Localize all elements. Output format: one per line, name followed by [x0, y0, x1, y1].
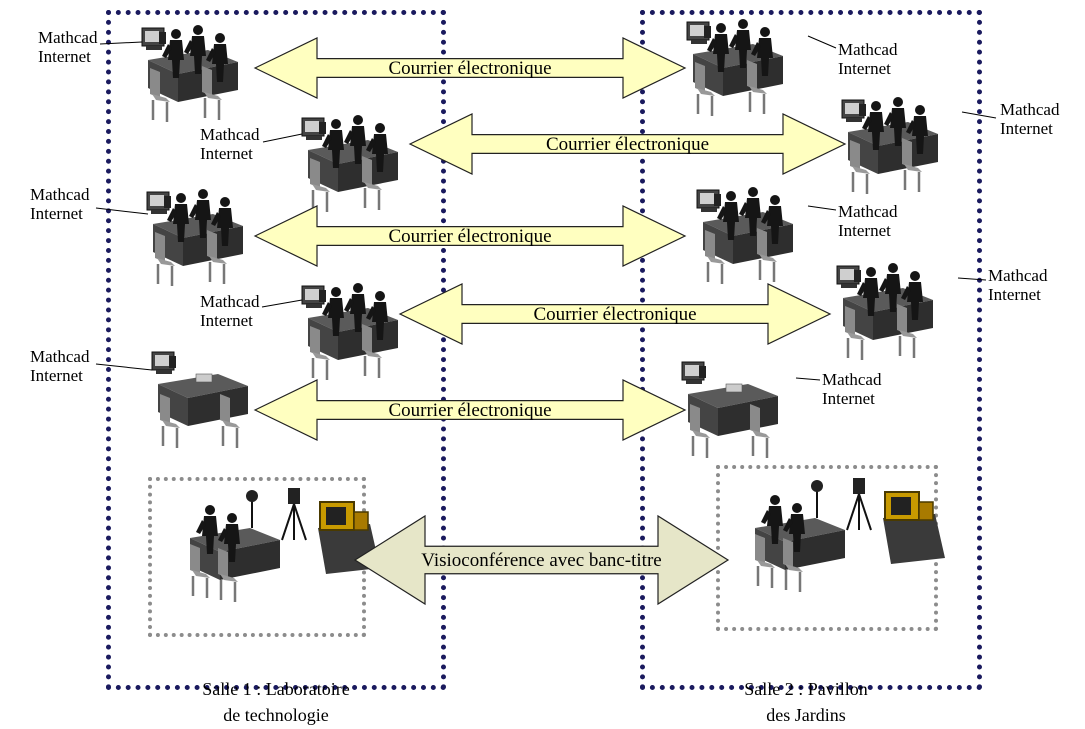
mathcad-label-l1: Mathcad Internet: [38, 28, 97, 66]
mathcad-text: Mathcad: [838, 202, 898, 221]
people-at-table-icon: [302, 283, 398, 380]
mathcad-text: Mathcad: [838, 40, 898, 59]
people-at-table-icon: [302, 115, 398, 212]
email-arrow-label: Courrier électronique: [533, 304, 696, 325]
room-left-caption-line1: Salle 1 : Laboratoire: [202, 679, 350, 699]
connector-line: [99, 41, 143, 45]
people-at-table-icon: [697, 187, 793, 284]
mathcad-text: Mathcad: [30, 347, 90, 366]
mathcad-text: Mathcad: [38, 28, 98, 47]
mathcad-text: Mathcad: [988, 266, 1048, 285]
room-left-caption-line2: de technologie: [223, 705, 329, 725]
internet-text: Internet: [30, 366, 83, 385]
internet-text: Internet: [200, 311, 253, 330]
connector-line: [95, 207, 149, 215]
internet-text: Internet: [838, 59, 891, 78]
email-arrow-label: Courrier électronique: [388, 58, 551, 79]
email-arrow: [398, 283, 832, 345]
room-left-caption: Salle 1 : Laboratoire de technologie: [126, 676, 426, 728]
mathcad-text: Mathcad: [1000, 100, 1060, 119]
internet-text: Internet: [38, 47, 91, 66]
mathcad-text: Mathcad: [200, 292, 260, 311]
mathcad-label-r4: Mathcad Internet: [988, 266, 1047, 304]
room-right-caption-line2: des Jardins: [766, 705, 846, 725]
people-at-table-icon: [147, 189, 243, 286]
empty-table-icon: [152, 352, 248, 448]
room-left-box: [106, 10, 446, 690]
video-conference-setup-icon: [755, 478, 945, 592]
mathcad-label-r5: Mathcad Internet: [822, 370, 881, 408]
people-at-table-icon: [142, 25, 238, 122]
email-arrow-label: Courrier électronique: [388, 226, 551, 247]
email-arrow: [408, 113, 847, 175]
internet-text: Internet: [838, 221, 891, 240]
email-arrow: [253, 37, 687, 99]
mathcad-label-r2: Mathcad Internet: [1000, 100, 1059, 138]
email-arrow: [253, 205, 687, 267]
room-right-box: [640, 10, 982, 690]
video-conference-setup-icon: [190, 488, 380, 602]
connector-line: [961, 111, 997, 119]
internet-text: Internet: [200, 144, 253, 163]
people-at-table-icon: [837, 263, 933, 360]
room-right-caption-line1: Salle 2 : Pavillon: [744, 679, 868, 699]
videoconference-arrow: [353, 514, 730, 606]
connector-line: [807, 205, 837, 211]
mathcad-text: Mathcad: [200, 125, 260, 144]
mathcad-label-r1: Mathcad Internet: [838, 40, 897, 78]
connector-line: [95, 363, 153, 371]
mathcad-label-l5: Mathcad Internet: [30, 347, 89, 385]
mathcad-text: Mathcad: [30, 185, 90, 204]
videoconference-arrow-label: Visioconférence avec banc-titre: [421, 550, 661, 571]
connector-line: [262, 133, 303, 143]
connector-line: [261, 299, 303, 308]
email-arrow: [253, 379, 687, 441]
internet-text: Internet: [988, 285, 1041, 304]
mathcad-label-l2: Mathcad Internet: [200, 125, 259, 163]
internet-text: Internet: [822, 389, 875, 408]
mathcad-text: Mathcad: [822, 370, 882, 389]
mathcad-label-r3: Mathcad Internet: [838, 202, 897, 240]
internet-text: Internet: [30, 204, 83, 223]
connector-line: [807, 35, 837, 49]
people-at-table-icon: [842, 97, 938, 194]
connector-line: [795, 377, 821, 381]
room-right-caption: Salle 2 : Pavillon des Jardins: [656, 676, 956, 728]
mathcad-label-l3: Mathcad Internet: [30, 185, 89, 223]
mathcad-label-l4: Mathcad Internet: [200, 292, 259, 330]
people-at-table-icon: [687, 19, 783, 116]
email-arrow-label: Courrier électronique: [546, 134, 709, 155]
empty-table-icon: [682, 362, 778, 458]
connector-line: [957, 277, 987, 281]
internet-text: Internet: [1000, 119, 1053, 138]
email-arrow-label: Courrier électronique: [388, 400, 551, 421]
